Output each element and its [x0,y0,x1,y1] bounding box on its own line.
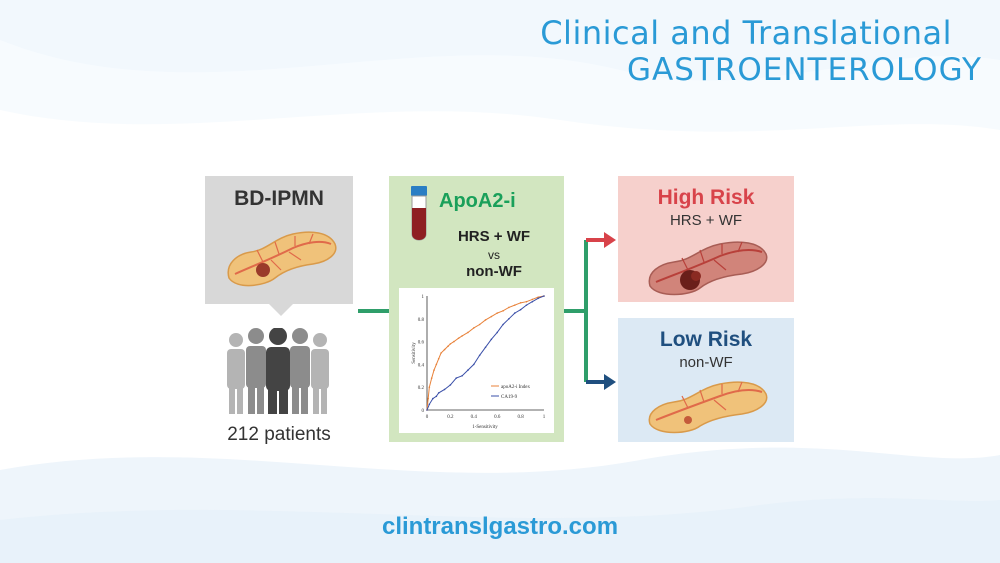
roc-point [484,319,487,321]
roc-series-apoa2 [426,295,545,411]
blood-tube-icon [411,186,427,241]
arrow-low-icon [604,374,616,390]
patients-count: 212 patients [227,424,331,445]
legend-apoa2: apoA2-i Index [501,385,531,390]
x-axis-label: 1-Sensitivity [472,425,498,430]
roc-point [457,337,460,339]
y-tick-label: 0 [422,409,425,414]
roc-point [537,296,539,298]
journal-title: Clinical and Translational GASTROENTEROL… [540,14,981,88]
patients-group-icon [227,328,329,414]
roc-point [437,392,440,394]
roc-point [519,302,522,304]
x-tick-label: 0.6 [494,415,501,420]
roc-point [502,310,504,312]
roc-point [496,312,498,314]
y-tick-label: 0.2 [418,386,425,391]
roc-point [433,369,435,371]
journal-title-line2: GASTROENTEROLOGY [626,52,982,88]
roc-point [473,363,475,366]
roc-point [437,357,440,360]
roc-point [496,331,498,334]
roc-point [531,298,534,301]
roc-point [435,395,438,398]
bd-ipmn-title: BD-IPMN [234,187,324,210]
journal-url: clintranslgastro.com [381,513,619,540]
journal-title-line1: Clinical and Translational [540,14,952,52]
roc-point [490,338,493,341]
legend-ca199: CA19-9 [501,395,518,400]
bd-ipmn-panel: BD-IPMN [205,176,353,316]
roc-point [531,300,534,303]
high-risk-panel: High Risk HRS + WF [618,176,794,302]
roc-point [519,308,522,311]
low-risk-title: Low Risk [659,328,753,351]
roc-point [478,323,481,326]
arrow-high-icon [604,232,616,248]
x-tick-label: 0.8 [517,415,524,420]
roc-point [502,323,504,326]
pancreas-tumor-icon [648,241,768,296]
roc-point [461,335,463,337]
roc-point [435,363,438,366]
roc-chart: Sensitivity 1-Sensitivity 0 0.2 0.4 0.6 0.8 1… [399,288,554,433]
roc-point [455,377,458,379]
roc-point [484,346,487,349]
apoa2-title: ApoA2-i [439,190,516,212]
roc-point [513,312,516,314]
roc-point [449,343,452,345]
y-tick-label: 1 [422,295,425,300]
comparison-b: non-WF [466,263,522,280]
comparison-a: HRS + WF [457,228,531,245]
x-tick-label: 1 [543,415,546,420]
roc-point [427,397,429,400]
roc-point [428,403,431,406]
roc-point [525,300,528,303]
high-risk-title: High Risk [657,186,755,209]
roc-point [467,331,469,334]
roc-point [543,295,545,297]
roc-point [473,327,475,329]
roc-point [508,318,510,320]
low-risk-panel: Low Risk non-WF [618,318,794,442]
y-tick-label: 0.8 [418,318,425,323]
roc-point [447,345,449,347]
roc-point [443,388,446,391]
low-risk-subtitle: non-WF [679,354,733,371]
pancreas-lesion-icon [648,381,768,434]
x-tick-label: 0 [426,415,429,420]
roc-point [428,386,431,388]
y-tick-label: 0.4 [418,363,425,368]
pancreas-icon [227,231,337,287]
high-risk-subtitle: HRS + WF [669,212,743,229]
roc-point [525,304,528,306]
roc-chart-svg: Sensitivity 1-Sensitivity 0 0.2 0.4 0.6 0.8 1… [412,295,546,430]
roc-point [432,397,434,400]
x-tick-label: 0.2 [447,415,454,420]
roc-point [430,377,433,379]
x-tick-label: 0.4 [471,415,478,420]
roc-point [440,352,442,354]
roc-point [537,297,539,300]
comparison-vs: vs [488,248,500,262]
roc-point [478,354,481,357]
roc-point [490,315,493,318]
roc-point [467,369,469,371]
y-axis-label: Sensitivity [412,342,417,364]
roc-point [443,348,446,351]
roc-point [461,375,463,377]
roc-point [508,306,510,309]
apoa2-panel: ApoA2-i HRS + WF vs non-WF Sensitivity 1… [389,176,564,442]
roc-point [426,409,428,411]
roc-point [453,340,455,343]
y-tick-label: 0.6 [418,341,425,346]
roc-point [449,384,452,386]
roc-point [513,304,516,306]
roc-series-ca199 [426,295,545,411]
